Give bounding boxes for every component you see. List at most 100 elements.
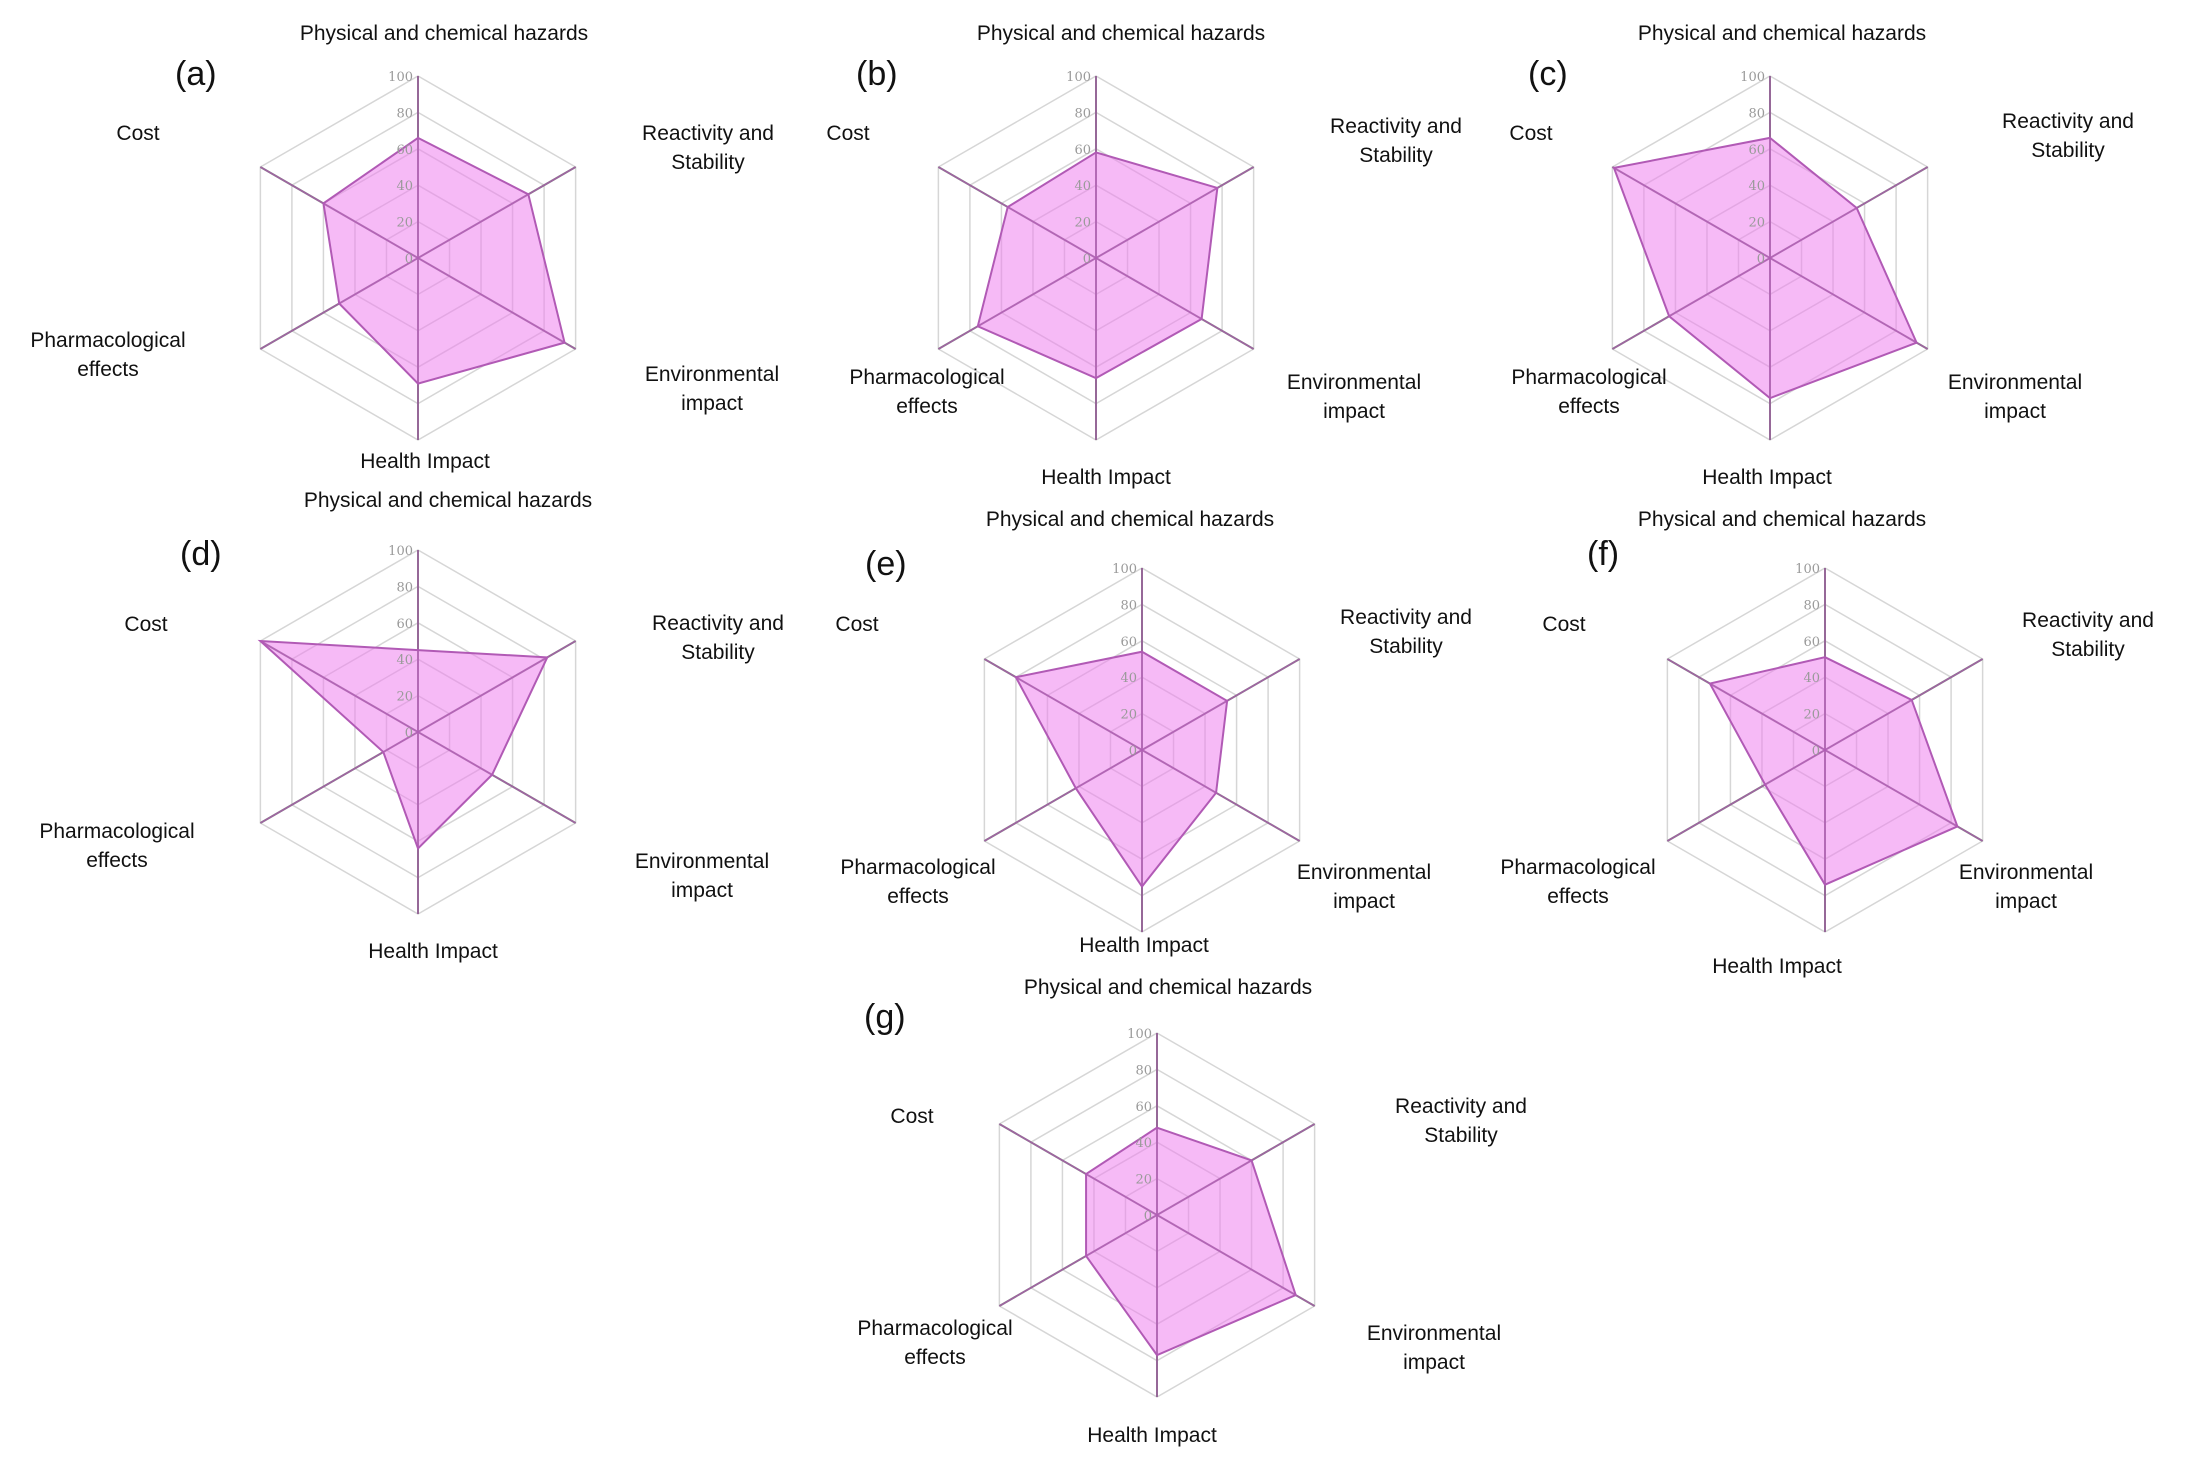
tick-label: 60	[1120, 635, 1137, 650]
tick-label: 40	[1748, 179, 1765, 194]
series-area	[257, 639, 549, 851]
tick-label: 100	[1112, 562, 1137, 577]
axis-label: Physical and chemical hazards	[1024, 976, 1312, 999]
tick-label: 0	[1083, 252, 1091, 267]
tick-label: 20	[1074, 216, 1091, 231]
tick-label: 20	[396, 690, 413, 705]
panel-letter: (e)	[865, 545, 907, 583]
radar-panel: 100 80 60 40 20 0 Physical and chemical hazard…	[39, 489, 784, 963]
tick-label: 60	[1135, 1100, 1152, 1115]
series-area	[976, 151, 1219, 380]
series-area	[322, 136, 566, 385]
axis-label: Physical and chemical hazards	[304, 489, 592, 512]
axis-spoke-overlay	[1769, 257, 1928, 350]
axis-spoke-overlay	[1156, 1214, 1315, 1307]
tick-label: 20	[1748, 216, 1765, 231]
tick-label: 0	[1757, 252, 1765, 267]
axis-label: Cost	[835, 613, 878, 636]
axis-spoke-overlay	[1156, 1123, 1315, 1216]
axis-spoke-overlay	[260, 640, 419, 733]
panel-letter: (b)	[856, 55, 898, 93]
axis-spoke-overlay	[1769, 166, 1928, 259]
axis-spoke-overlay	[260, 731, 419, 824]
tick-label: 40	[1135, 1136, 1152, 1151]
tick-label: 0	[405, 252, 413, 267]
tick-label: 80	[396, 580, 413, 595]
tick-label: 80	[1135, 1063, 1152, 1078]
tick-label: 0	[1812, 744, 1820, 759]
panel-letter: (a)	[175, 55, 217, 93]
axis-spoke-overlay	[1667, 658, 1826, 751]
axis-label: Physical and chemical hazards	[986, 508, 1274, 531]
tick-label: 40	[396, 653, 413, 668]
axis-label: Health Impact	[1702, 466, 1832, 489]
panel-letter: (f)	[1587, 535, 1619, 573]
tick-label: 40	[396, 179, 413, 194]
axis-spoke-overlay	[984, 658, 1143, 751]
tick-label: 0	[1129, 744, 1137, 759]
tick-label: 60	[1074, 143, 1091, 158]
tick-label: 40	[1074, 179, 1091, 194]
tick-label: 20	[396, 216, 413, 231]
tick-label: 100	[1127, 1027, 1152, 1042]
axis-label: Health Impact	[1087, 1424, 1217, 1447]
tick-label: 80	[1074, 106, 1091, 121]
radar-panel: 100 80 60 40 20 0 Physical and chemical hazard…	[857, 976, 1527, 1447]
tick-label: 100	[388, 544, 413, 559]
axis-spoke-overlay	[1667, 749, 1826, 842]
series-area	[1612, 136, 1918, 400]
tick-label: 80	[396, 106, 413, 121]
axis-spoke-overlay	[417, 640, 576, 733]
tick-label: 100	[1795, 562, 1820, 577]
axis-spoke-overlay	[999, 1123, 1158, 1216]
axis-spoke-overlay	[1141, 658, 1300, 751]
axis-spoke-overlay	[1824, 749, 1983, 842]
series-area	[1085, 1126, 1297, 1357]
tick-label: 80	[1120, 598, 1137, 613]
panel-letter: (g)	[864, 998, 906, 1036]
axis-spoke-overlay	[260, 257, 419, 350]
tick-label: 0	[405, 726, 413, 741]
axis-spoke-overlay	[999, 1214, 1158, 1307]
axis-spoke-overlay	[1141, 749, 1300, 842]
tick-label: 20	[1135, 1173, 1152, 1188]
tick-label: 20	[1120, 708, 1137, 723]
axis-spoke-overlay	[1095, 257, 1254, 350]
axis-label: Physical and chemical hazards	[1638, 22, 1926, 45]
axis-label: Cost	[890, 1105, 933, 1128]
panel-letter: (c)	[1528, 55, 1568, 93]
tick-label: 0	[1144, 1209, 1152, 1224]
axis-spoke-overlay	[1612, 257, 1771, 350]
axis-label: Health Impact	[1712, 955, 1842, 978]
axis-spoke-overlay	[1095, 166, 1254, 259]
tick-label: 80	[1803, 598, 1820, 613]
axis-label: Cost	[124, 613, 167, 636]
axis-label: Cost	[1542, 613, 1585, 636]
tick-label: 40	[1803, 671, 1820, 686]
axis-label: Health Impact	[360, 450, 490, 473]
tick-label: 60	[1748, 143, 1765, 158]
axis-spoke-overlay	[938, 257, 1097, 350]
axis-label: Cost	[826, 122, 869, 145]
tick-label: 60	[396, 617, 413, 632]
axis-label: Cost	[1509, 122, 1552, 145]
